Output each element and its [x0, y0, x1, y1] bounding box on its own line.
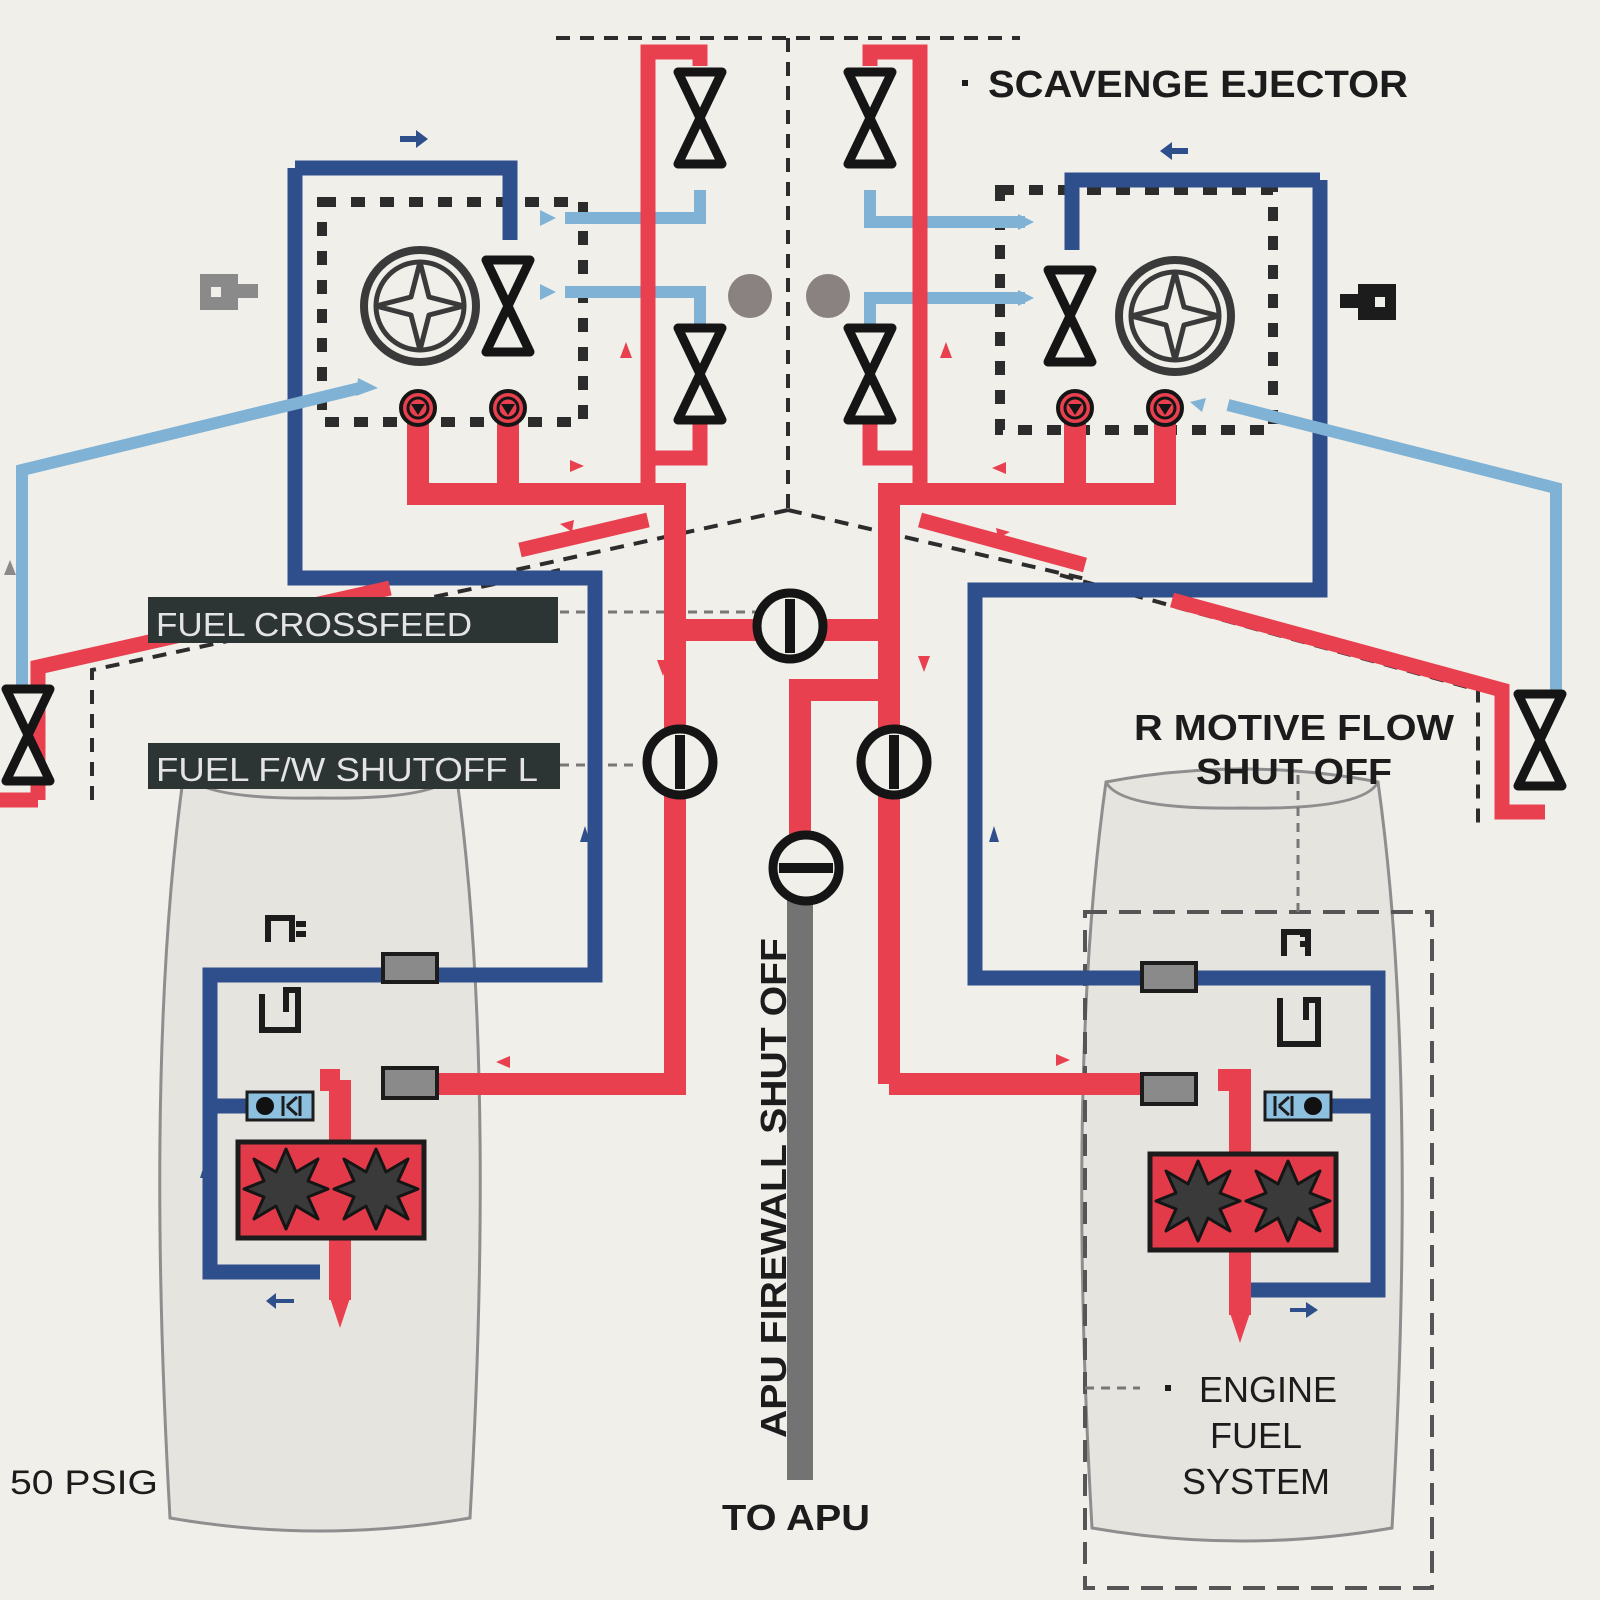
crossfeed-valve-icon: [757, 593, 823, 659]
fuel-fw-shutoff-label-box: FUEL F/W SHUTOFF L: [148, 743, 560, 789]
small-pump-icon: [399, 389, 1184, 427]
r-motive-shutoff-label: SHUT OFF: [1196, 751, 1392, 792]
ejector-icon: [728, 274, 850, 318]
scavenge-ejector-outline: [514, 36, 1091, 582]
fuel-fw-shutoff-label: FUEL F/W SHUTOFF L: [156, 751, 538, 788]
flow-arrow-icon: [4, 130, 1562, 1318]
fuel-crossfeed-label: FUEL CROSSFEED: [156, 606, 472, 643]
fuel-connector-icon: [381, 952, 1198, 1106]
r-motive-flow-label: R MOTIVE FLOW: [1134, 707, 1454, 748]
flow-arrow-icon: [330, 1298, 1250, 1343]
apu-firewall-shutoff-label: APU FIREWALL SHUT OFF: [753, 938, 794, 1438]
blue-return-lines: [202, 160, 1386, 1298]
right-firewall-shutoff-icon: [861, 729, 927, 795]
pressure-label: 50 PSIG: [10, 1464, 158, 1502]
scavenge-ejector-label: SCAVENGE EJECTOR: [988, 64, 1408, 106]
engine-fuel-label-2: FUEL: [1210, 1415, 1302, 1456]
engine-fuel-bullet: [1165, 1385, 1171, 1391]
engine-fuel-system-outline: [1083, 910, 1434, 1590]
pressure-switch-icon: [259, 915, 1321, 1047]
right-check-valve-icon: [1263, 1090, 1333, 1122]
right-boost-pump-icon: [1119, 260, 1231, 372]
to-apu-label: TO APU: [722, 1497, 870, 1538]
right-tank-dashed-box: [995, 185, 1278, 435]
tank-quantity-probe-icon: [200, 274, 1396, 320]
fuel-crossfeed-label-box: FUEL CROSSFEED: [148, 597, 558, 643]
left-boost-pump-icon: [364, 250, 476, 362]
left-heat-exchanger-icon: [235, 1139, 427, 1241]
left-check-valve-icon: [245, 1090, 315, 1122]
engine-fuel-label-1: ENGINE: [1199, 1369, 1337, 1410]
apu-shutoff-valve-icon: [768, 830, 844, 906]
engine-fuel-label-3: SYSTEM: [1182, 1461, 1330, 1502]
left-firewall-shutoff-icon: [647, 729, 713, 795]
right-heat-exchanger-icon: [1147, 1151, 1339, 1253]
left-motive-dashed-line: [90, 568, 561, 800]
scavenge-ejector-bullet: [962, 80, 968, 86]
left-tank-dashed-box: [317, 197, 588, 427]
